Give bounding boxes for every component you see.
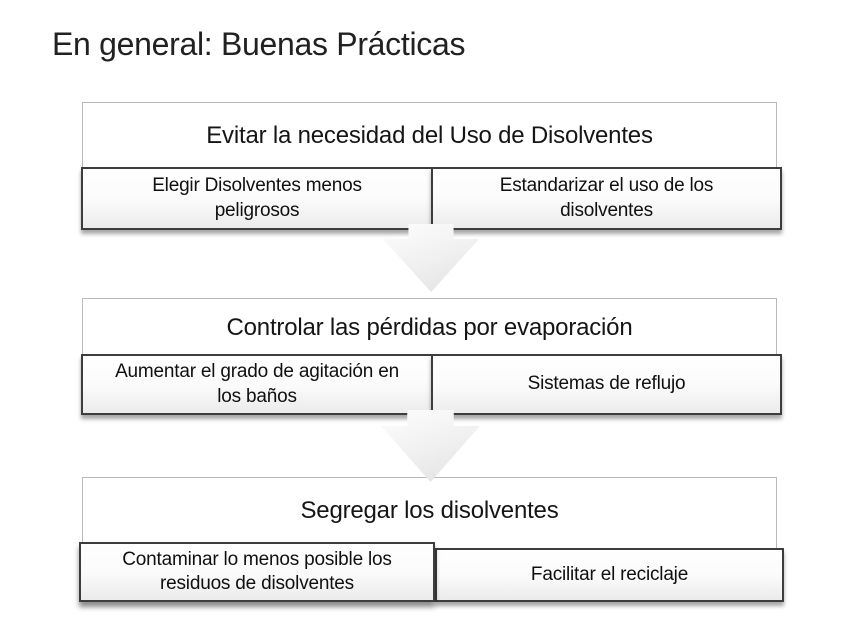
block-header: Segregar los disolventes	[300, 497, 559, 524]
practice-block-segregate-solvents: Segregar los disolventes Contaminar lo m…	[79, 477, 784, 602]
down-arrow-icon	[383, 224, 479, 292]
down-arrow-icon	[381, 410, 480, 482]
page-title: En general: Buenas Prácticas	[52, 26, 466, 62]
block-cell-left: Elegir Disolventes menos peligrosos	[81, 167, 433, 230]
block-header: Controlar las pérdidas por evaporación	[226, 313, 633, 341]
block-cell-right: Facilitar el reciclaje	[435, 548, 784, 602]
block-cell-left: Aumentar el grado de agitación en los ba…	[81, 354, 433, 415]
block-cell-left: Contaminar lo menos posible los residuos…	[79, 542, 435, 602]
practice-block-control-evaporation: Controlar las pérdidas por evaporación A…	[81, 298, 782, 415]
practice-block-avoid-solvents: Evitar la necesidad del Uso de Disolvent…	[81, 102, 782, 230]
block-cell-right: Sistemas de reflujo	[431, 354, 782, 415]
block-cell-right: Estandarizar el uso de los disolventes	[431, 167, 782, 230]
block-header: Evitar la necesidad del Uso de Disolvent…	[206, 122, 653, 149]
